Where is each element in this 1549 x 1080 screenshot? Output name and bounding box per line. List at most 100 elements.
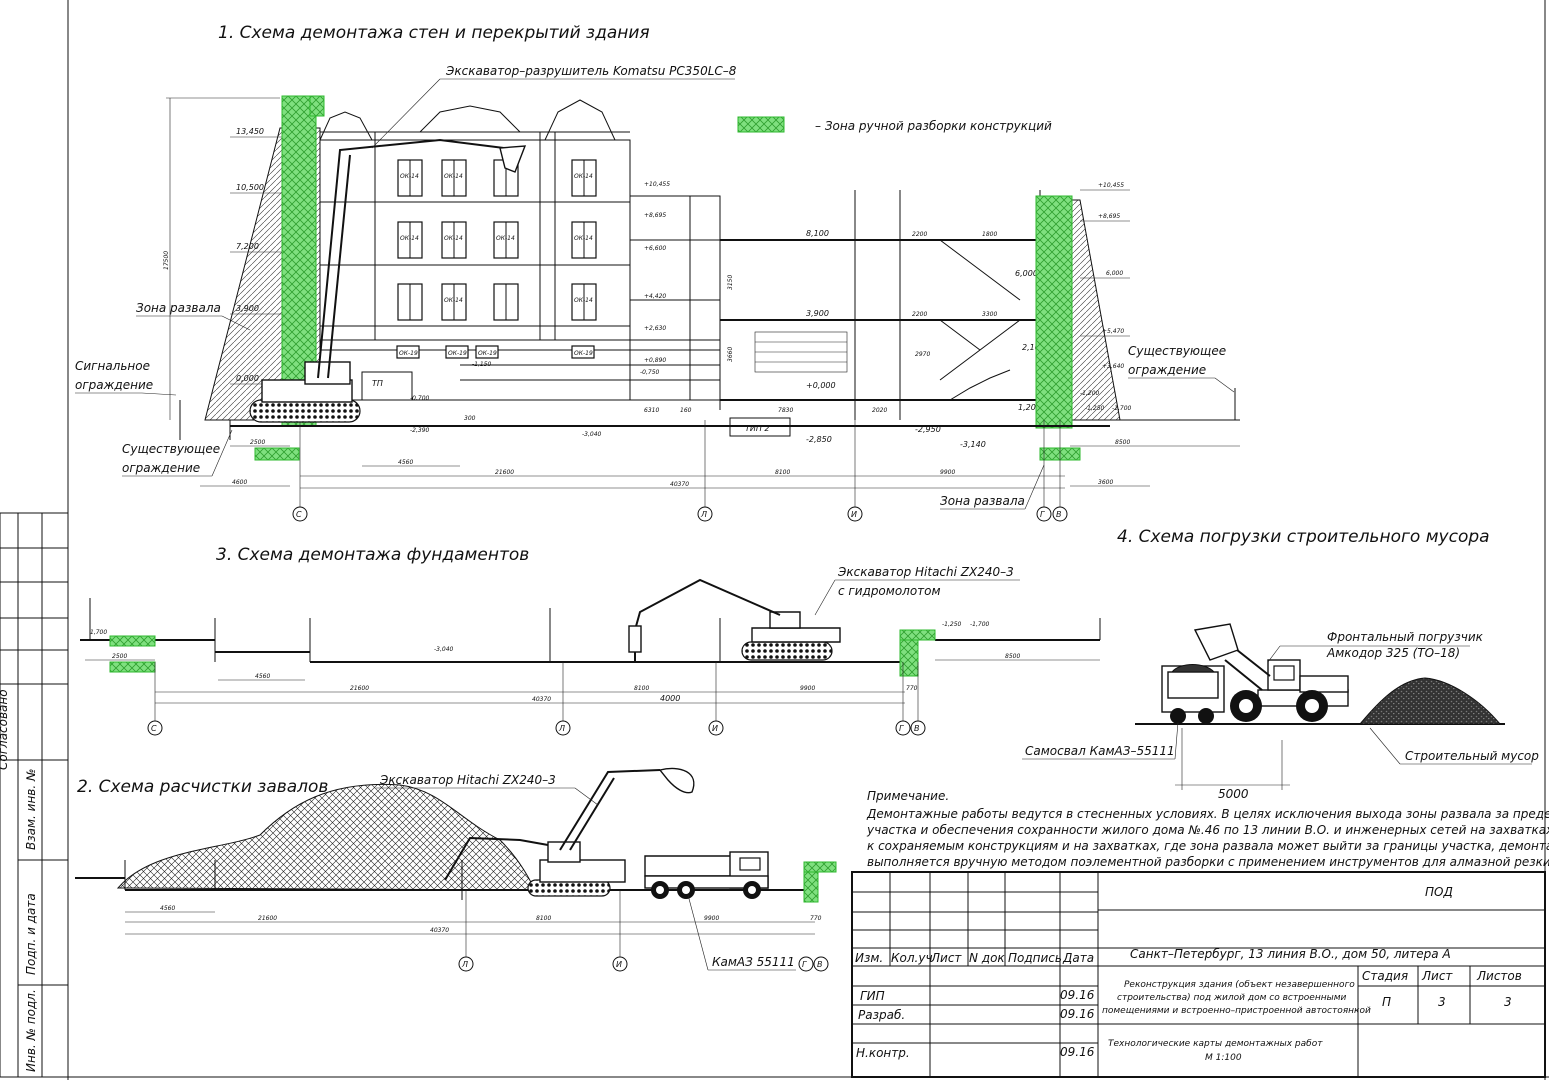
svg-text:И: И — [851, 510, 857, 519]
svg-text:С: С — [151, 724, 157, 733]
note-line-3: к сохраняемым конструкциям и на захватка… — [867, 839, 1549, 853]
label-collapse-zone-left: Зона развала — [136, 301, 221, 315]
svg-text:3660: 3660 — [727, 347, 734, 362]
komatsu-excavator — [249, 138, 527, 423]
section-2-drawing: 4560 21600 8100 9900 770 40370 Л И Г В — [75, 767, 837, 972]
stamp-lists-v: 3 — [1504, 995, 1512, 1009]
svg-text:1,700: 1,700 — [90, 629, 107, 636]
svg-text:8500: 8500 — [1005, 653, 1020, 660]
svg-text:+5,470: +5,470 — [1102, 328, 1124, 335]
svg-text:300: 300 — [464, 415, 476, 422]
side-stamp: Согласовано Взам. инв. № Подп. и дата Ин… — [0, 512, 69, 1078]
svg-text:+3,640: +3,640 — [1102, 363, 1124, 370]
kamaz-dump-truck — [1161, 664, 1225, 724]
legend-swatch — [737, 116, 785, 133]
svg-text:ОК-14: ОК-14 — [444, 235, 463, 242]
facade-windows: ОК-14 ОК-14 ОК-14 ОК-14 ОК-14 ОК-14 ОК-1… — [397, 159, 597, 321]
svg-text:ОК-14: ОК-14 — [400, 173, 419, 180]
svg-text:770: 770 — [906, 685, 918, 692]
svg-text:ОК-14: ОК-14 — [574, 173, 593, 180]
label-kamaz: КамАЗ 55111 — [712, 955, 795, 969]
svg-text:+10,455: +10,455 — [644, 181, 670, 188]
stamp-date-3: 09.16 — [1060, 1045, 1095, 1059]
svg-text:3,900: 3,900 — [806, 309, 829, 318]
label-signal-fence-1: Сигнальное — [75, 359, 150, 373]
side-vzam: Взам. инв. № — [24, 769, 38, 850]
stamp-r-razrab: Разраб. — [858, 1008, 905, 1022]
stamp-project-1: Реконструкция здания (объект незавершенн… — [1124, 980, 1355, 990]
svg-text:4560: 4560 — [160, 905, 175, 912]
svg-text:-2,850: -2,850 — [806, 435, 832, 444]
svg-text:-1,200: -1,200 — [1080, 390, 1100, 397]
svg-text:40370: 40370 — [670, 481, 689, 488]
stamp-h-kol: Кол.уч — [891, 951, 933, 965]
svg-text:9900: 9900 — [940, 469, 955, 476]
svg-text:ОК-19: ОК-19 — [574, 350, 593, 357]
svg-text:-3,140: -3,140 — [960, 440, 986, 449]
stamp-lists-h: Листов — [1476, 969, 1522, 983]
svg-text:ОК-14: ОК-14 — [574, 297, 593, 304]
label-collapse-zone-right: Зона развала — [940, 494, 1025, 508]
svg-text:-0,750: -0,750 — [640, 369, 660, 376]
svg-text:8100: 8100 — [634, 685, 649, 692]
svg-text:3300: 3300 — [982, 311, 997, 318]
svg-text:4560: 4560 — [255, 673, 270, 680]
stair-flight — [939, 239, 1021, 301]
hitachi-hammer-excavator — [628, 578, 841, 662]
svg-text:Г: Г — [1040, 510, 1045, 519]
label-hitachi-hammer-1: Экскаватор Hitachi ZX240–3 — [837, 565, 1014, 579]
side-agreed: Согласовано — [0, 689, 10, 770]
note-line-1: Демонтажные работы ведутся в стесненных … — [866, 807, 1549, 821]
svg-text:+6,600: +6,600 — [644, 245, 666, 252]
svg-text:10,500: 10,500 — [236, 183, 264, 192]
svg-text:ОК-19: ОК-19 — [399, 350, 418, 357]
title-section-4: 4. Схема погрузки строительного мусора — [1117, 527, 1490, 547]
label-existing-fence-left-1: Существующее — [122, 442, 220, 456]
svg-text:-0,700: -0,700 — [410, 395, 430, 402]
svg-text:2970: 2970 — [915, 351, 930, 358]
svg-text:2020: 2020 — [872, 407, 887, 414]
legend-text: – Зона ручной разборки конструкций — [815, 119, 1052, 133]
stamp-r-nkontr: Н.контр. — [856, 1046, 910, 1060]
stamp-address: Санкт–Петербург, 13 линия В.О., дом 50, … — [1130, 947, 1451, 961]
stamp-h-data: Дата — [1062, 951, 1094, 965]
title-section-1: 1. Схема демонтажа стен и перекрытий зда… — [218, 23, 650, 43]
svg-text:В: В — [1056, 510, 1062, 519]
svg-text:Г: Г — [899, 724, 904, 733]
svg-text:5000: 5000 — [1218, 787, 1249, 801]
manual-zone-wall-right — [1035, 195, 1073, 429]
svg-text:-1,150: -1,150 — [472, 361, 492, 368]
manual-zone-foundation-left — [109, 635, 156, 647]
svg-text:ОК-19: ОК-19 — [448, 350, 467, 357]
section-4-drawing: 5000 — [1135, 623, 1505, 801]
stamp-sheet-title-2: М 1:100 — [1205, 1053, 1242, 1063]
svg-text:-1,700: -1,700 — [970, 621, 990, 628]
svg-text:21600: 21600 — [495, 469, 514, 476]
stamp-h-podpis: Подпись — [1008, 951, 1062, 965]
svg-text:160: 160 — [680, 407, 692, 414]
svg-text:ОК-19: ОК-19 — [478, 350, 497, 357]
svg-text:С: С — [296, 510, 302, 519]
stamp-code: ПОД — [1425, 885, 1453, 899]
svg-text:7,200: 7,200 — [236, 242, 259, 251]
svg-text:+8,695: +8,695 — [644, 212, 666, 219]
stamp-list-h: Лист — [1421, 969, 1453, 983]
svg-text:+0,890: +0,890 — [644, 357, 666, 364]
svg-text:21600: 21600 — [350, 685, 369, 692]
svg-text:+0,000: +0,000 — [806, 381, 836, 390]
label-existing-fence-right-2: ограждение — [1128, 363, 1206, 377]
svg-text:+4,420: +4,420 — [644, 293, 666, 300]
svg-text:8100: 8100 — [536, 915, 551, 922]
stamp-h-ndok: N док — [969, 951, 1005, 965]
svg-text:17500: 17500 — [163, 251, 170, 270]
stamp-sheet-title-1: Технологические карты демонтажных работ — [1108, 1039, 1323, 1049]
label-loader-1: Фронтальный погрузчик — [1327, 630, 1484, 644]
label-hitachi: Экскаватор Hitachi ZX240–3 — [379, 773, 556, 787]
svg-text:ОК-14: ОК-14 — [400, 235, 419, 242]
svg-text:40370: 40370 — [532, 696, 551, 703]
svg-text:Г: Г — [802, 960, 807, 969]
svg-text:0,000: 0,000 — [236, 374, 259, 383]
title-section-3: 3. Схема демонтажа фундаментов — [216, 545, 529, 565]
label-loader-2: Амкодор 325 (ТО–18) — [1326, 646, 1460, 660]
